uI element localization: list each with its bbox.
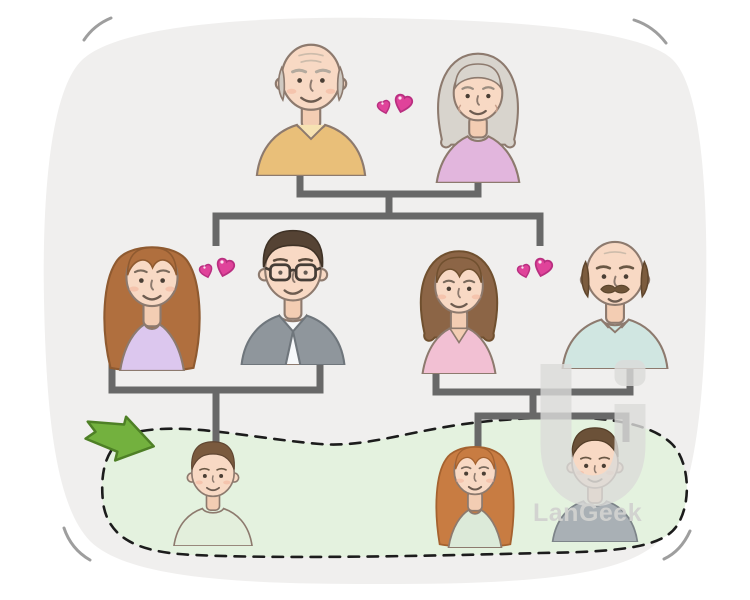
father-illustration-left xyxy=(240,229,346,365)
mother-illustration-left xyxy=(103,246,201,371)
boy-illustration-left xyxy=(173,441,253,546)
corner-sketch-marks xyxy=(62,16,692,562)
langeek-logo-icon xyxy=(540,360,646,506)
highlight-arrow-icon xyxy=(84,415,155,462)
girl-illustration xyxy=(435,446,515,548)
hearts-icon xyxy=(376,93,414,115)
grandmother-illustration xyxy=(435,52,521,183)
watermark-text: LanGeek xyxy=(533,499,643,527)
hearts-icon xyxy=(516,257,554,279)
hearts-icon xyxy=(198,257,236,279)
mother-illustration-right xyxy=(419,250,499,374)
glasses-icon xyxy=(264,263,322,282)
grandfather-illustration xyxy=(255,43,367,176)
father-illustration-right xyxy=(561,240,669,369)
